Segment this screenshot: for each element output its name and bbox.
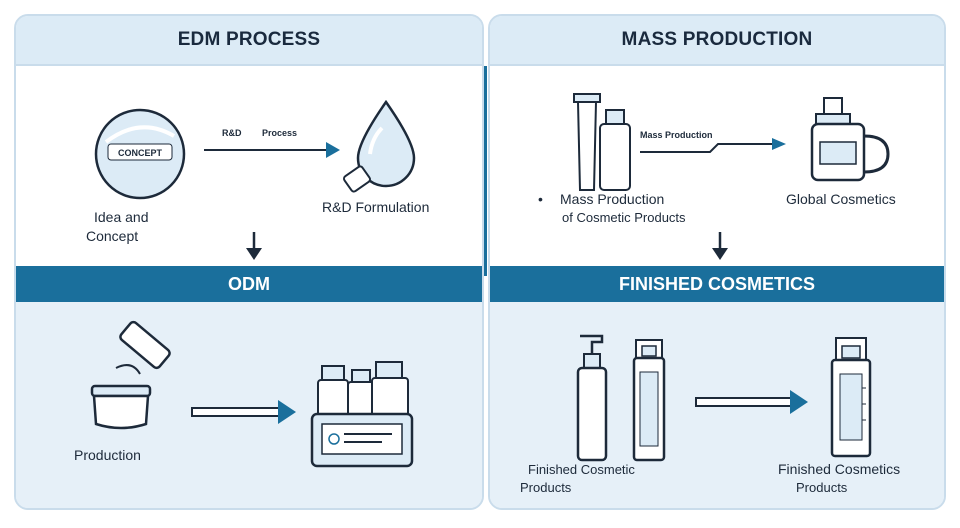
right-lower-section: Finished Cosmetic Products Finished Cosm…	[490, 302, 944, 508]
mass-label-line1: Mass Production	[560, 191, 665, 207]
serum-bottle-icon	[830, 337, 872, 458]
left-upper-section: CONCEPT Idea and Concept R&D Process R&D…	[16, 66, 482, 266]
rd-arrow-caption-2: Process	[262, 128, 298, 138]
left-panel-title: EDM PROCESS	[16, 16, 482, 66]
cosmetic-jar-icon	[90, 320, 171, 430]
finished-label-line3: Finished Cosmetics	[778, 461, 901, 477]
idea-badge-text: CONCEPT	[117, 148, 162, 158]
odm-process-panel: EDM PROCESS CONCEPT Idea and Concept R&D…	[14, 14, 484, 510]
rd-formulation-label: R&D Formulation	[322, 199, 430, 215]
tube-and-bottle-icon	[573, 93, 631, 191]
production-label: Production	[74, 447, 141, 463]
idea-label-line1: Idea and	[94, 209, 149, 225]
left-lower-section: Production	[16, 302, 482, 508]
idea-bubble-icon	[94, 108, 186, 200]
right-panel-title: MASS PRODUCTION	[490, 16, 944, 66]
arrow-right-icon	[204, 142, 340, 158]
idea-label-line2: Concept	[86, 228, 139, 244]
arrow-right-icon	[191, 400, 296, 424]
odm-band: ODM	[16, 266, 482, 302]
rd-arrow-caption-1: R&D	[222, 128, 242, 138]
right-upper-section: Mass Production Global Cosmetics • Mass …	[490, 66, 944, 266]
mass-arrow-caption: Mass Production	[640, 130, 713, 140]
finished-label-line1: Finished Cosmetic	[528, 462, 635, 477]
global-cosmetics-label: Global Cosmetics	[786, 191, 896, 207]
droplet-icon	[343, 99, 416, 193]
mass-label-line2: of Cosmetic Products	[562, 210, 686, 225]
cosmetic-jar-icon	[810, 97, 890, 182]
arrow-right-icon	[640, 138, 786, 153]
finished-label-line2: Products	[520, 480, 572, 495]
arrow-down-icon	[246, 232, 262, 260]
arrow-right-icon	[695, 390, 808, 414]
panel-divider	[484, 66, 487, 276]
finished-cosmetics-band: FINISHED COSMETICS	[490, 266, 944, 302]
arrow-down-icon	[712, 232, 728, 260]
mass-production-panel: MASS PRODUCTION Mass Production Global C…	[488, 14, 946, 510]
mass-label-bullet: •	[538, 191, 543, 207]
pump-and-serum-bottles-icon	[576, 334, 666, 462]
finished-label-line4: Products	[796, 480, 848, 495]
product-box-icon	[310, 361, 414, 468]
